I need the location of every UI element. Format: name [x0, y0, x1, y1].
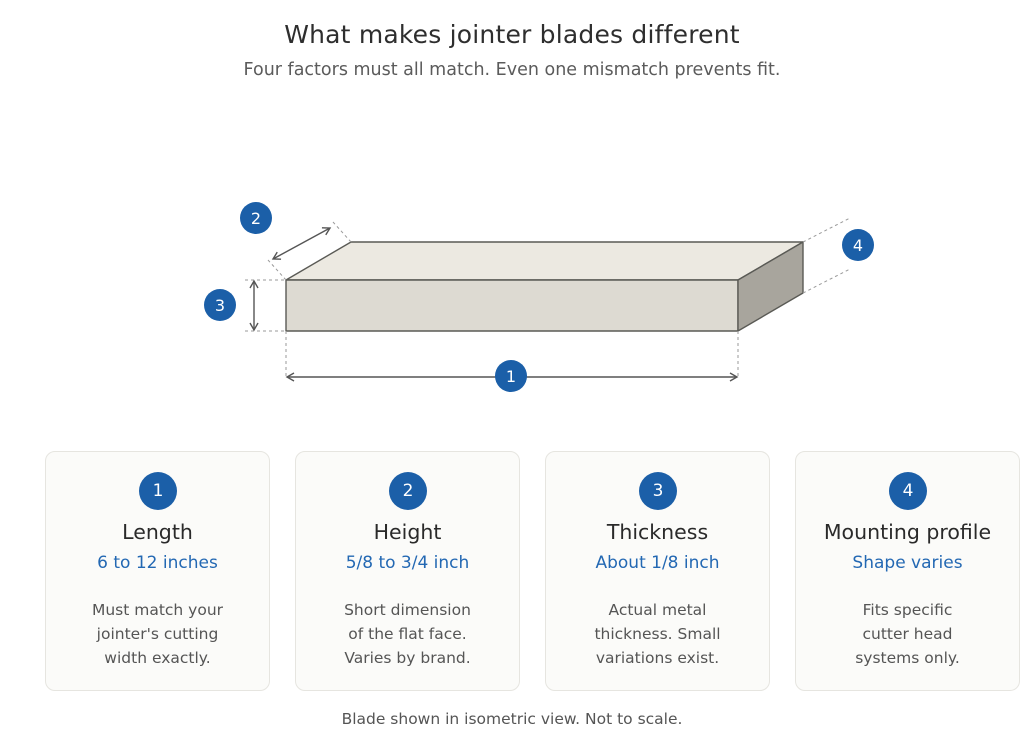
badge-height: 2	[240, 202, 272, 234]
card-description: Short dimension of the flat face. Varies…	[344, 601, 471, 667]
page-title: What makes jointer blades different	[284, 20, 740, 49]
card-number-badge: 3	[639, 472, 677, 510]
blade-front-face	[285, 279, 739, 332]
card-value: 6 to 12 inches	[97, 553, 218, 573]
card-value: Shape varies	[852, 553, 963, 573]
badge-thickness: 3	[204, 289, 236, 321]
card-title: Thickness	[606, 520, 709, 544]
factor-card-height: 2 Height 5/8 to 3/4 inch Short dimension…	[295, 451, 520, 691]
card-number-badge: 2	[389, 472, 427, 510]
card-description: Actual metal thickness. Small variations…	[594, 601, 721, 667]
card-description: Must match your jointer's cutting width …	[91, 601, 224, 667]
factor-card-thickness: 3 Thickness About 1/8 inch Actual metal …	[545, 451, 770, 691]
factor-card-length: 1 Length 6 to 12 inches Must match your …	[45, 451, 270, 691]
guide-lines	[245, 217, 851, 378]
card-number-badge: 4	[889, 472, 927, 510]
factor-card-mounting-profile: 4 Mounting profile Shape varies Fits spe…	[795, 451, 1020, 691]
page-subtitle: Four factors must all match. Even one mi…	[243, 60, 781, 80]
card-title: Height	[373, 520, 442, 544]
footnote: Blade shown in isometric view. Not to sc…	[341, 710, 683, 728]
card-value: About 1/8 inch	[595, 553, 720, 573]
blade-diagram: 1 2 3 4	[204, 202, 874, 392]
svg-text:4: 4	[853, 236, 863, 255]
svg-text:3: 3	[215, 296, 225, 315]
svg-text:2: 2	[251, 209, 261, 228]
card-title: Length	[122, 520, 193, 544]
card-description: Fits specific cutter head systems only.	[855, 601, 960, 667]
card-value: 5/8 to 3/4 inch	[345, 553, 470, 573]
blade-top-face	[285, 241, 804, 281]
card-number-badge: 1	[139, 472, 177, 510]
card-title: Mounting profile	[823, 520, 992, 544]
badge-length: 1	[495, 360, 527, 392]
height-dimension-arrow	[271, 227, 332, 260]
svg-text:1: 1	[506, 367, 516, 386]
badge-mounting: 4	[842, 229, 874, 261]
factor-cards: 1 Length 6 to 12 inches Must match your …	[45, 451, 1024, 693]
